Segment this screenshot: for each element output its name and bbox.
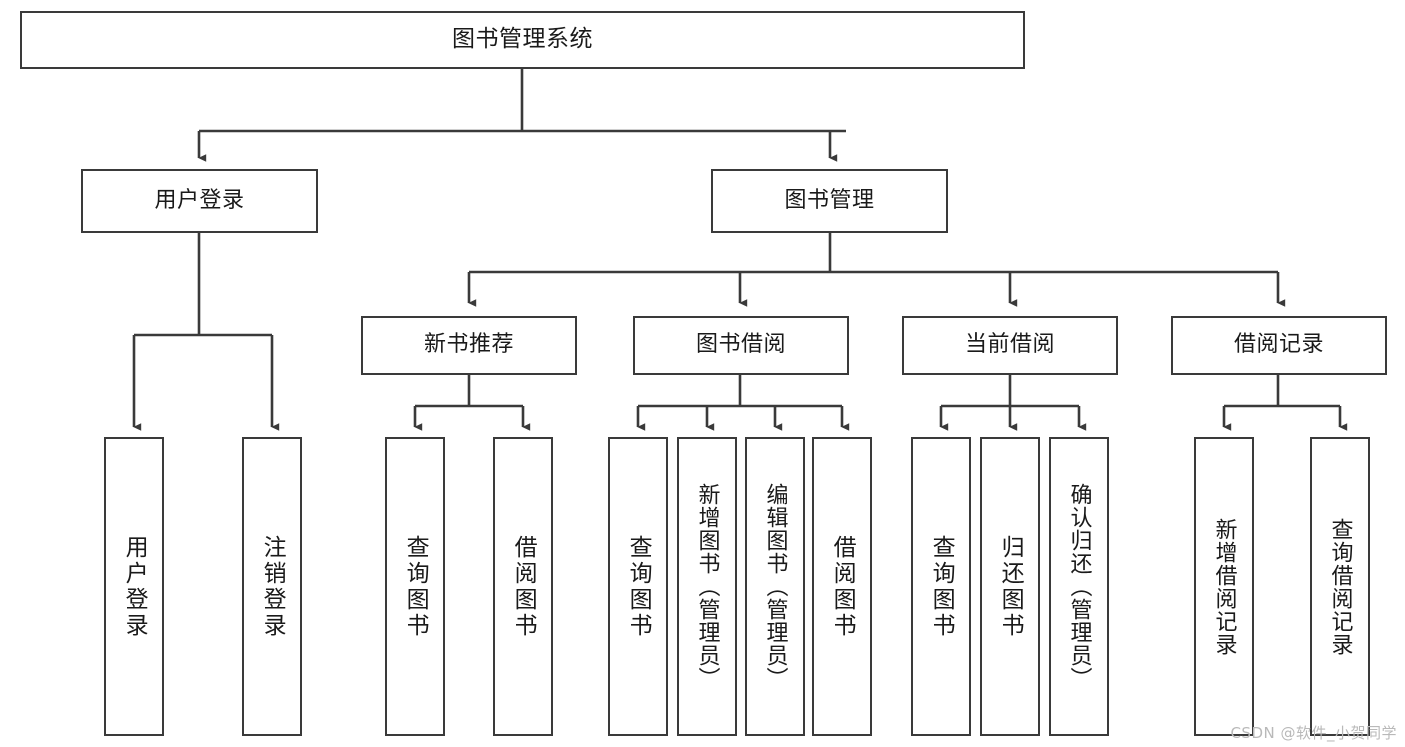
node-user-login[interactable]: 用户登录 <box>81 169 318 233</box>
leaf-record-query-record[interactable]: 查询借阅记录 <box>1310 437 1370 736</box>
leaf-user-login-logout[interactable]: 注销登录 <box>242 437 302 736</box>
leaf-record-add-record[interactable]: 新增借阅记录 <box>1194 437 1254 736</box>
watermark: CSDN @软件_小贺同学 <box>1230 724 1397 742</box>
node-label: 图书借阅 <box>695 332 786 358</box>
leaf-borrow-borrow-book[interactable]: 借阅图书 <box>812 437 872 736</box>
node-new-book-recommend[interactable]: 新书推荐 <box>361 316 577 375</box>
node-label: 当前借阅 <box>964 332 1055 358</box>
node-label: 借阅图书 <box>829 534 856 639</box>
leaf-recommend-query-book[interactable]: 查询图书 <box>385 437 445 736</box>
node-label: 图书管理 <box>784 187 875 213</box>
leaf-borrow-add-book-admin[interactable]: 新增图书（管理员） <box>677 437 737 736</box>
node-label: 图书管理系统 <box>452 26 593 53</box>
leaf-user-login-login[interactable]: 用户登录 <box>104 437 164 736</box>
node-book-management[interactable]: 图书管理 <box>711 169 948 233</box>
node-label: 新增图书（管理员） <box>694 483 720 690</box>
node-label: 查询图书 <box>625 534 652 639</box>
node-label: 用户登录 <box>154 187 245 213</box>
node-borrow-record[interactable]: 借阅记录 <box>1171 316 1387 375</box>
leaf-current-query-book[interactable]: 查询图书 <box>911 437 971 736</box>
node-label: 确认归还（管理员） <box>1066 483 1092 690</box>
leaf-current-confirm-return-admin[interactable]: 确认归还（管理员） <box>1049 437 1109 736</box>
leaf-current-return-book[interactable]: 归还图书 <box>980 437 1040 736</box>
node-book-management-system[interactable]: 图书管理系统 <box>20 11 1025 69</box>
node-label: 编辑图书（管理员） <box>762 483 788 690</box>
leaf-borrow-query-book[interactable]: 查询图书 <box>608 437 668 736</box>
node-label: 借阅图书 <box>510 534 537 639</box>
node-label: 新增借阅记录 <box>1211 517 1237 656</box>
node-label: 查询图书 <box>402 534 429 639</box>
node-label: 归还图书 <box>997 534 1024 639</box>
node-label: 查询图书 <box>928 534 955 639</box>
node-current-borrow[interactable]: 当前借阅 <box>902 316 1118 375</box>
node-label: 新书推荐 <box>423 332 514 358</box>
node-label: 用户登录 <box>121 534 148 639</box>
node-label: 查询借阅记录 <box>1327 517 1353 656</box>
node-label: 借阅记录 <box>1233 332 1324 358</box>
leaf-recommend-borrow-book[interactable]: 借阅图书 <box>493 437 553 736</box>
node-label: 注销登录 <box>259 534 286 639</box>
leaf-borrow-edit-book-admin[interactable]: 编辑图书（管理员） <box>745 437 805 736</box>
node-book-borrow[interactable]: 图书借阅 <box>633 316 849 375</box>
